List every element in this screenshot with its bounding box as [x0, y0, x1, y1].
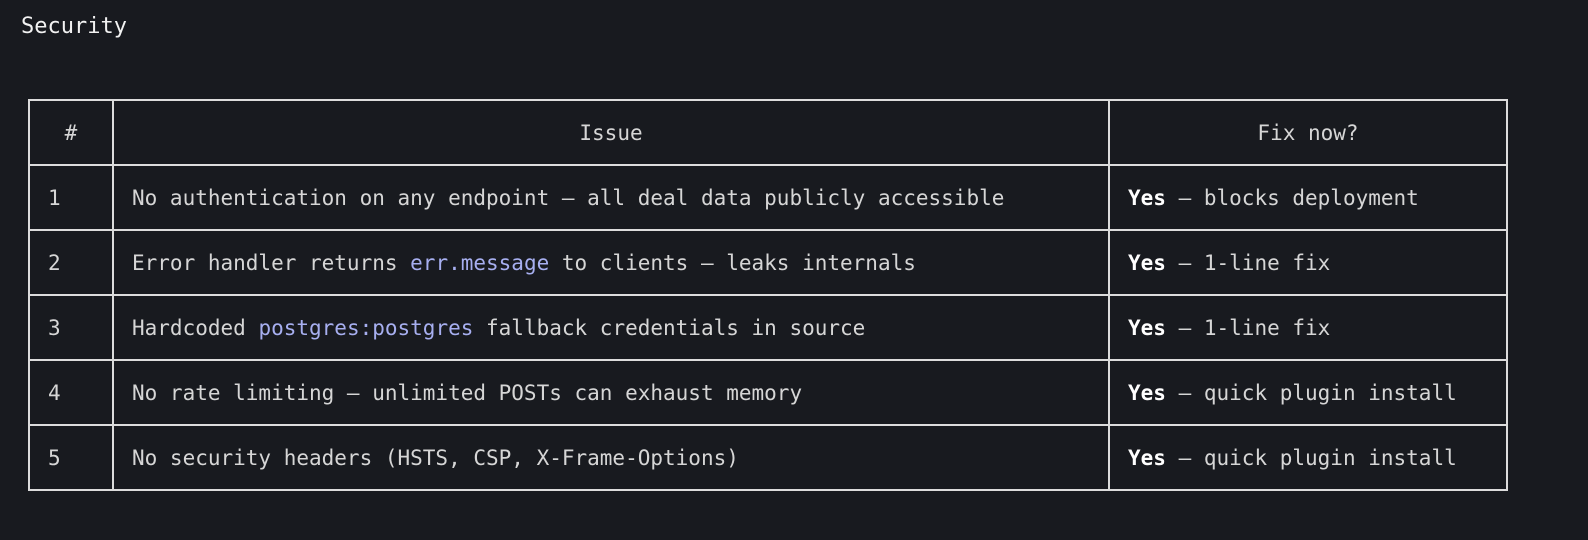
- inline-code: postgres:postgres: [258, 315, 474, 340]
- row-number: 4: [28, 359, 114, 426]
- row-number: 2: [28, 229, 114, 296]
- fix-cell: Yes — blocks deployment: [1108, 164, 1508, 231]
- fix-verdict: Yes: [1128, 250, 1166, 275]
- issue-cell: Hardcoded postgres:postgres fallback cre…: [112, 294, 1110, 361]
- table-header-row: # Issue Fix now?: [28, 99, 1508, 166]
- column-header-fix-now: Fix now?: [1108, 99, 1508, 166]
- row-number: 3: [28, 294, 114, 361]
- issue-text: No rate limiting — unlimited POSTs can e…: [132, 380, 803, 405]
- issue-cell: No rate limiting — unlimited POSTs can e…: [112, 359, 1110, 426]
- issue-text: No authentication on any endpoint — all …: [132, 185, 1005, 210]
- table-row: 2 Error handler returns err.message to c…: [28, 229, 1508, 296]
- fix-note: — 1-line fix: [1165, 250, 1331, 275]
- fix-cell: Yes — quick plugin install: [1108, 359, 1508, 426]
- fix-verdict: Yes: [1128, 315, 1166, 340]
- section-heading: Security: [21, 14, 127, 39]
- fix-note: — 1-line fix: [1165, 315, 1331, 340]
- issue-cell: No authentication on any endpoint — all …: [112, 164, 1110, 231]
- table-row: 1 No authentication on any endpoint — al…: [28, 164, 1508, 231]
- fix-cell: Yes — 1-line fix: [1108, 229, 1508, 296]
- fix-verdict: Yes: [1128, 445, 1166, 470]
- issue-text-after: to clients — leaks internals: [549, 250, 916, 275]
- issue-text: Error handler returns: [132, 250, 411, 275]
- security-issues-table: # Issue Fix now? 1 No authentication on …: [28, 99, 1508, 491]
- inline-code: err.message: [410, 250, 550, 275]
- column-header-number: #: [28, 99, 114, 166]
- fix-verdict: Yes: [1128, 185, 1166, 210]
- fix-note: — blocks deployment: [1165, 185, 1419, 210]
- fix-note: — quick plugin install: [1165, 380, 1457, 405]
- row-number: 1: [28, 164, 114, 231]
- fix-cell: Yes — quick plugin install: [1108, 424, 1508, 491]
- issue-cell: Error handler returns err.message to cli…: [112, 229, 1110, 296]
- issue-text-after: fallback credentials in source: [473, 315, 866, 340]
- table-row: 5 No security headers (HSTS, CSP, X-Fram…: [28, 424, 1508, 491]
- row-number: 5: [28, 424, 114, 491]
- fix-verdict: Yes: [1128, 380, 1166, 405]
- column-header-issue: Issue: [112, 99, 1110, 166]
- issue-text: Hardcoded: [132, 315, 259, 340]
- table-row: 4 No rate limiting — unlimited POSTs can…: [28, 359, 1508, 426]
- fix-note: — quick plugin install: [1165, 445, 1457, 470]
- issue-cell: No security headers (HSTS, CSP, X-Frame-…: [112, 424, 1110, 491]
- table-row: 3 Hardcoded postgres:postgres fallback c…: [28, 294, 1508, 361]
- issue-text: No security headers (HSTS, CSP, X-Frame-…: [132, 445, 739, 470]
- fix-cell: Yes — 1-line fix: [1108, 294, 1508, 361]
